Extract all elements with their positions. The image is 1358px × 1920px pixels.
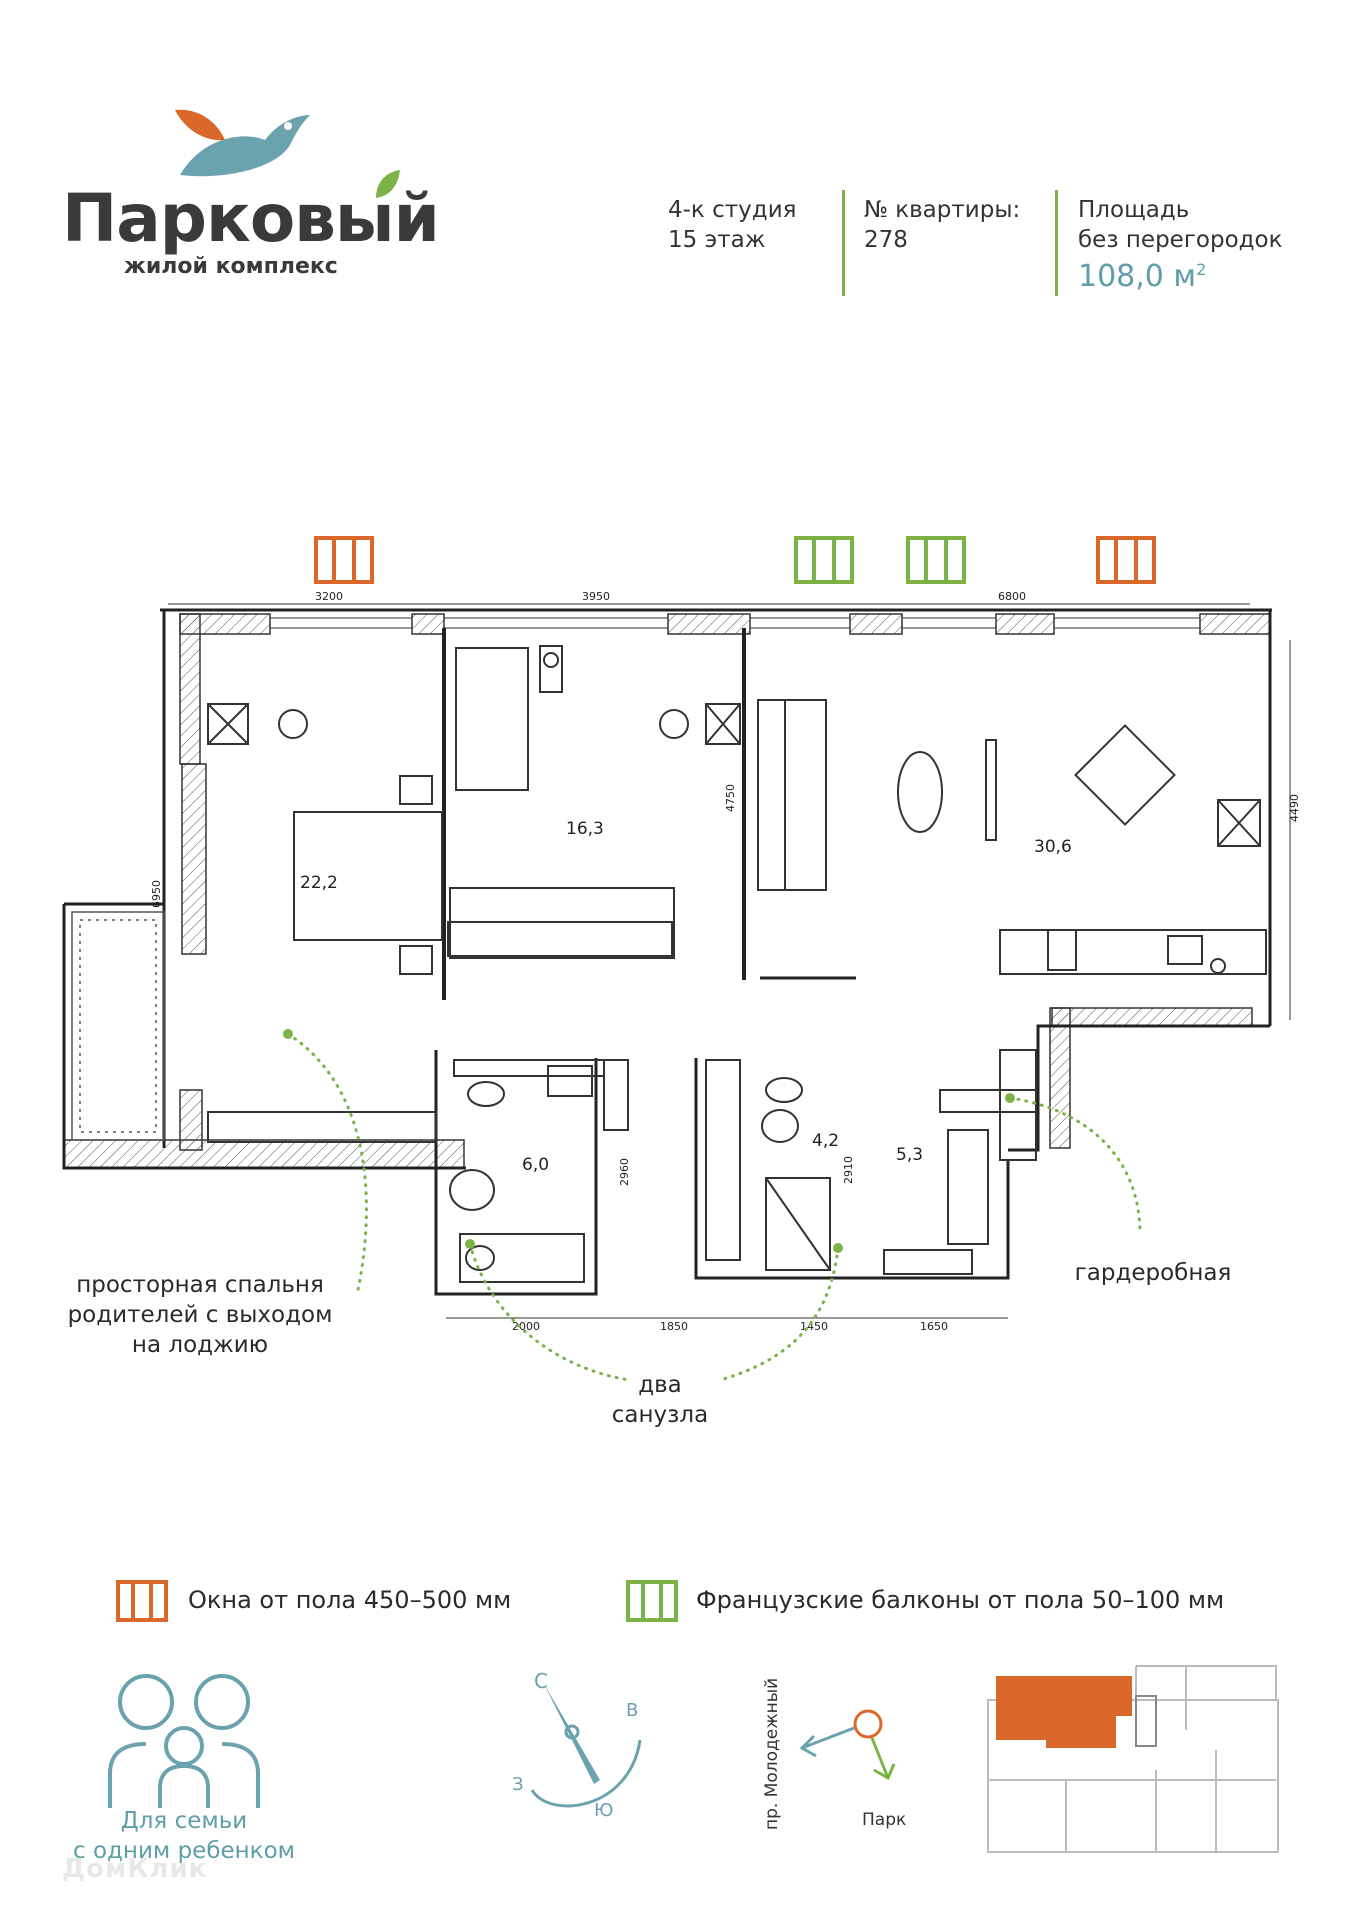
bathroom-annotation: два санузла <box>590 1370 730 1430</box>
dim-top-1: 3200 <box>315 590 343 603</box>
room-area-30: 30,6 <box>1034 837 1072 857</box>
dim-mid: 4750 <box>724 784 737 812</box>
wardrobe-annotation: гардеробная <box>1074 1260 1232 1286</box>
compass-west: З <box>512 1774 524 1795</box>
floor-plan: 3200 3950 6800 <box>62 536 1301 1382</box>
dim-bot-4: 1650 <box>920 1320 948 1333</box>
window-orange-icon <box>1096 536 1156 584</box>
apartment-number-value: 278 <box>864 227 908 253</box>
room-area-5: 5,3 <box>896 1145 923 1165</box>
apartment-type-label: 4-к студия <box>668 197 797 223</box>
divider <box>1055 190 1058 296</box>
balcony-green-icon <box>794 536 854 584</box>
dim-bath-2: 2910 <box>842 1156 855 1184</box>
balcony-green-icon <box>626 1580 678 1622</box>
family-caption-2: с одним ребенком <box>72 1838 295 1864</box>
park-label: Парк <box>862 1810 907 1830</box>
compass-north: С <box>534 1669 548 1693</box>
logo-subtitle: жилой комплекс <box>124 254 338 279</box>
family-caption: Для семьи с одним ребенком <box>54 1806 314 1866</box>
room-area-4: 4,2 <box>812 1131 839 1151</box>
balcony-green-icon <box>906 536 966 584</box>
dim-top-3: 6800 <box>998 590 1026 603</box>
area-label-2: без перегородок <box>1078 227 1283 253</box>
room-area-22: 22,2 <box>300 873 338 893</box>
watermark: ДомКлик <box>62 1854 208 1884</box>
area-label-1: Площадь <box>1078 197 1190 223</box>
area-unit-sup: 2 <box>1196 260 1207 279</box>
street-label: пр. Молодежный <box>762 1677 782 1830</box>
divider <box>842 190 845 296</box>
family-icon <box>108 1674 260 1808</box>
apartment-floor-label: 15 этаж <box>668 227 766 253</box>
bath-annotation-1: два <box>638 1372 682 1398</box>
apartment-number: № квартиры: 278 <box>864 195 1020 255</box>
apartment-area: Площадь без перегородок 108,0 м2 <box>1078 195 1283 292</box>
compass-south: Ю <box>594 1800 613 1820</box>
bedroom-annotation-1: просторная спальня <box>76 1272 324 1298</box>
area-value: 108,0 м2 <box>1078 255 1283 292</box>
legend-windows: Окна от пола 450–500 мм <box>188 1586 512 1614</box>
bedroom-annotation-3: на лоджию <box>131 1332 269 1358</box>
family-caption-1: Для семьи <box>120 1808 248 1834</box>
bath-annotation-2: санузла <box>611 1402 709 1428</box>
dim-left: 6950 <box>150 880 163 908</box>
apartment-type: 4-к студия 15 этаж <box>668 195 796 255</box>
room-area-6: 6,0 <box>522 1155 549 1175</box>
apartment-number-label: № квартиры: <box>864 197 1021 223</box>
dim-bath-1: 2960 <box>618 1158 631 1186</box>
dim-bot-2: 1850 <box>660 1320 688 1333</box>
window-orange-icon <box>116 1580 168 1622</box>
bedroom-annotation: просторная спальня родителей с выходом н… <box>50 1270 350 1360</box>
area-number: 108,0 м <box>1078 259 1197 294</box>
legend-balconies: Французские балконы от пола 50–100 мм <box>696 1586 1225 1614</box>
room-area-16: 16,3 <box>566 819 604 839</box>
logo-title: Парковый <box>62 180 440 257</box>
leaf-icon <box>376 170 400 198</box>
compass-icon: С В З Ю <box>512 1669 642 1820</box>
bedroom-annotation-2: родителей с выходом <box>67 1302 333 1328</box>
dim-right: 4490 <box>1288 794 1301 822</box>
dim-bot-1: 2000 <box>512 1320 540 1333</box>
compass-east: В <box>626 1700 638 1721</box>
building-minimap <box>987 1665 1279 1853</box>
window-orange-icon <box>314 536 374 584</box>
dim-top-2: 3950 <box>582 590 610 603</box>
direction-arrows-icon <box>799 1709 896 1781</box>
dim-bot-3: 1450 <box>800 1320 828 1333</box>
bird-logo-icon <box>175 109 310 177</box>
